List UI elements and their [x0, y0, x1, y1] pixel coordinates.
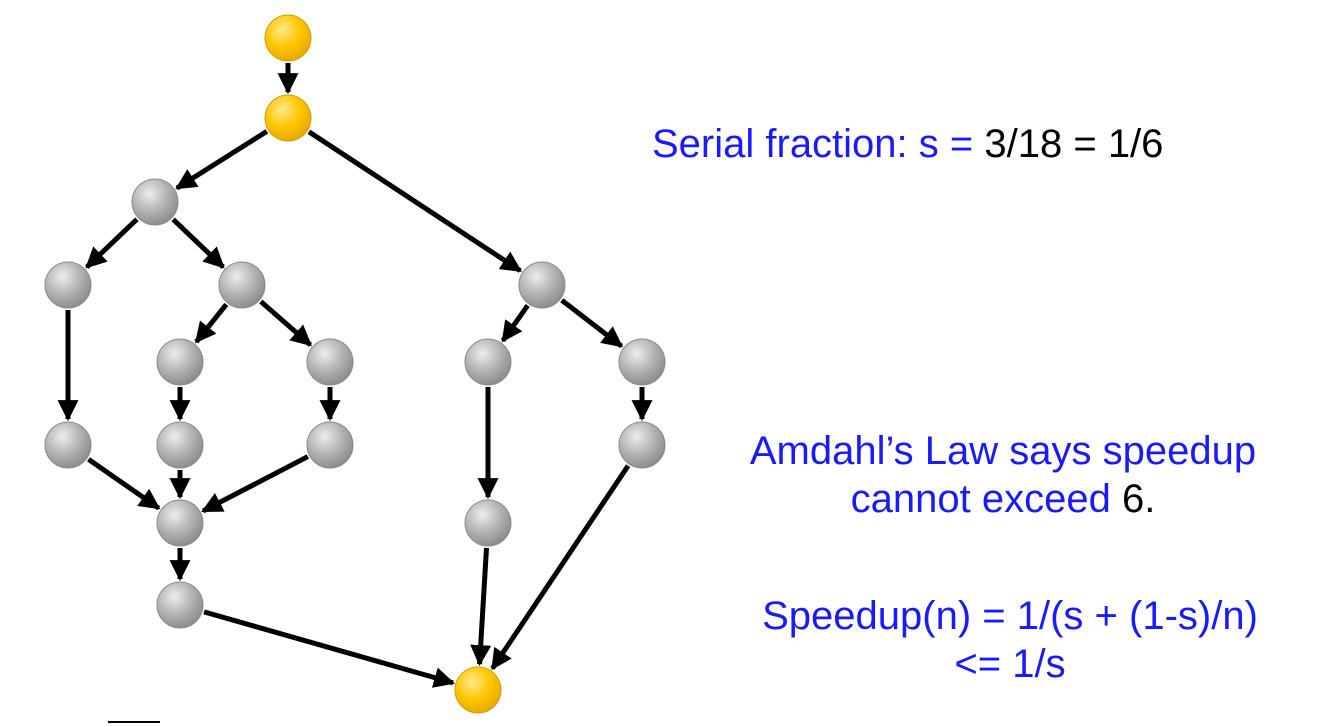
parallel-node-n7 [156, 338, 204, 386]
edge-n6-n7 [194, 302, 229, 344]
amdahl-line-2-prefix: cannot exceed [850, 477, 1122, 521]
parallel-node-n13 [306, 421, 354, 469]
edge-n6-n8 [259, 299, 313, 347]
nodes-layer [44, 14, 666, 714]
parallel-node-n10 [618, 338, 666, 386]
parallel-node-n5 [44, 261, 92, 309]
edge-n4-n10 [560, 298, 624, 349]
serial-node-n2 [264, 94, 312, 142]
amdahl-line-2: cannot exceed 6. [690, 475, 1316, 523]
amdahl-line-2-suffix: . [1144, 477, 1156, 521]
edge-n13-n15 [201, 454, 309, 514]
serial-node-n18 [454, 666, 502, 714]
serial-fraction-text: Serial fraction: s = 3/18 = 1/6 [652, 120, 1163, 168]
edge-n4-n9 [500, 304, 530, 343]
speedup-formula-line: Speedup(n) = 1/(s + (1-s)/n) [762, 594, 1258, 638]
underline-mark [108, 721, 160, 723]
serial-node-n1 [264, 14, 312, 62]
edges-layer [57, 63, 653, 688]
speedup-bound-line: <= 1/s [954, 642, 1066, 686]
parallel-node-n11 [44, 421, 92, 469]
parallel-node-n17 [464, 499, 512, 547]
serial-fraction-value: 3/18 = 1/6 [984, 122, 1164, 166]
parallel-node-n16 [156, 581, 204, 629]
parallel-node-n6 [218, 261, 266, 309]
task-dependency-graph [44, 14, 666, 714]
amdahl-statement: Amdahl’s Law says speedup cannot exceed … [690, 427, 1316, 523]
edge-n3-n5 [85, 217, 139, 269]
speedup-formula: Speedup(n) = 1/(s + (1-s)/n) <= 1/s [700, 592, 1320, 688]
serial-fraction-label: Serial fraction: s = [652, 122, 985, 166]
parallel-node-n3 [131, 178, 179, 226]
edge-n3-n6 [171, 217, 225, 269]
amdahl-line-1: Amdahl’s Law says speedup [749, 429, 1257, 473]
parallel-node-n14 [618, 421, 666, 469]
edge-n11-n15 [87, 457, 161, 511]
edge-n16-n18 [203, 609, 456, 688]
parallel-node-n4 [518, 261, 566, 309]
parallel-node-n9 [464, 338, 512, 386]
parallel-node-n8 [306, 338, 354, 386]
edge-n2-n3 [175, 129, 269, 191]
amdahl-bound-value: 6 [1121, 477, 1145, 521]
edge-n17-n18 [470, 547, 492, 667]
parallel-node-n15 [156, 499, 204, 547]
parallel-node-n12 [156, 421, 204, 469]
edge-n14-n18 [490, 464, 631, 671]
edge-n2-n4 [307, 129, 523, 273]
